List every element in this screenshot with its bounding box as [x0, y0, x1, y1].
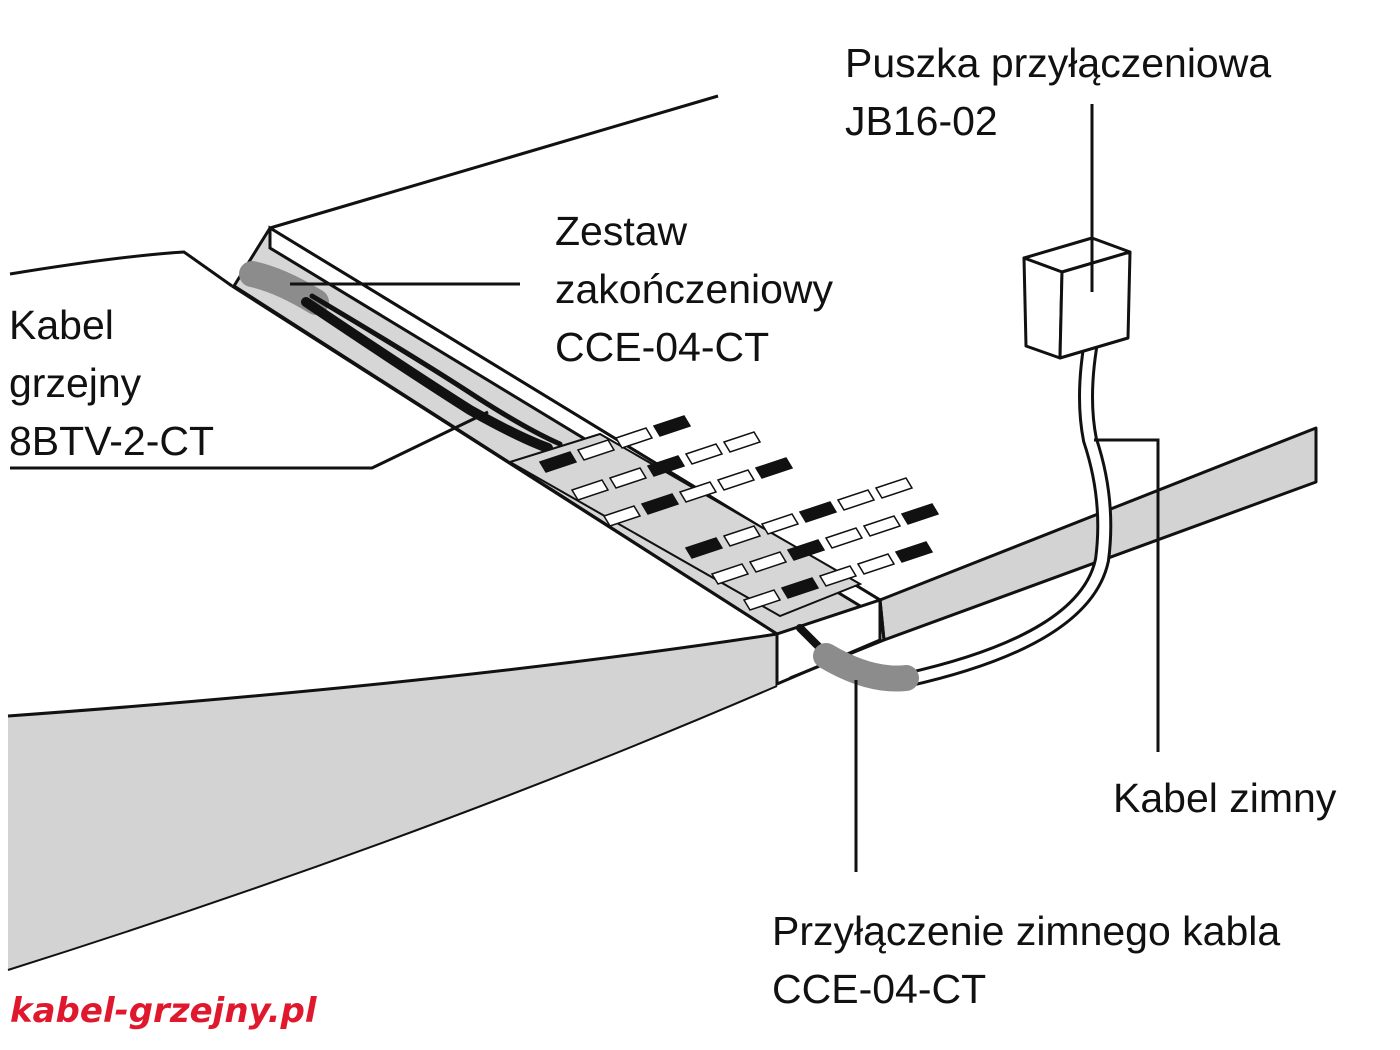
junction-box [1022, 236, 1132, 360]
cold-connection-label-line2: CCE-04-CT [772, 966, 987, 1012]
tape-stripe [900, 503, 940, 525]
cold-cable-fill [901, 343, 1110, 685]
tape-stripe [836, 489, 876, 511]
tape-stripe [608, 467, 648, 489]
tape-stripe [742, 589, 782, 611]
tape-stripe [640, 493, 680, 515]
cold-connection-label-line1: Przyłączenie zimnego kabla [772, 908, 1281, 954]
junction-box-label-line2: JB16-02 [845, 98, 998, 144]
tape-pattern-area [507, 432, 863, 618]
tape-pattern [507, 432, 863, 618]
tape-stripe [602, 505, 642, 527]
tape-stripe [684, 443, 724, 465]
termination-kit-label-line2: zakończeniowy [555, 266, 834, 312]
watermark: kabel-grzejny.pl [0, 975, 455, 1050]
tape-stripe [874, 477, 914, 499]
leader-lines [10, 104, 1160, 872]
heating-cable-label-line2: grzejny [9, 360, 142, 406]
tape-stripe [684, 537, 724, 559]
cold-cable-label-line1: Kabel zimny [1113, 775, 1337, 821]
tape-stripe [570, 479, 610, 501]
tape-stripe [818, 565, 858, 587]
heating-cable-core-2 [309, 293, 563, 447]
leader-cold-cable [1094, 438, 1160, 752]
tape-stripe [678, 481, 718, 503]
tape-stripe [786, 539, 826, 561]
far-surface-edge [269, 94, 719, 230]
tape-stripe [716, 469, 756, 491]
heating-cable-label: Kabel grzejny 8BTV-2-CT [9, 296, 214, 470]
cold-connection-label: Przyłączenie zimnego kabla CCE-04-CT [772, 902, 1280, 1018]
heating-cable-label-line1: Kabel [9, 302, 114, 348]
junction-box-label: Puszka przyłączeniowa JB16-02 [845, 34, 1271, 150]
tape-stripe [748, 551, 788, 573]
box-side [1058, 250, 1132, 360]
termination-kit-label-line1: Zestaw [555, 208, 688, 254]
tape-stripe [576, 439, 616, 461]
tape-stripe [894, 541, 934, 563]
cold-cable-label: Kabel zimny [1113, 769, 1336, 827]
tape-stripe [614, 427, 654, 449]
junction-box-label-line1: Puszka przyłączeniowa [845, 40, 1272, 86]
pipe-surface [9, 94, 719, 288]
upper-surface-edge [9, 250, 233, 288]
tape-stripes [538, 415, 940, 611]
cold-joint-sleeve [813, 643, 919, 692]
tape-stripe [862, 515, 902, 537]
cold-cable [796, 340, 1113, 692]
tape-stripe [646, 455, 686, 477]
tape-stripe [722, 525, 762, 547]
heating-cable [239, 261, 563, 453]
termination-kit-label-line3: CCE-04-CT [555, 324, 770, 370]
watermark-text[interactable]: kabel-grzejny.pl [10, 991, 317, 1031]
lower-surface-edge [7, 632, 778, 718]
lower-surface-bottom-edge [7, 685, 778, 971]
tape-stripe [856, 553, 896, 575]
tape-stripe [538, 451, 578, 473]
beam-edge [878, 599, 886, 641]
tape-stripe [652, 415, 692, 437]
heating-cable-core-1 [301, 297, 553, 453]
tape-stripe [754, 457, 794, 479]
termination-kit-label: Zestaw zakończeniowy CCE-04-CT [555, 202, 833, 376]
leader-heating-cable [10, 410, 489, 470]
channel-left-edge [231, 284, 778, 636]
tape-stripe [824, 527, 864, 549]
tape-stripe [710, 563, 750, 585]
tape-stripe [760, 513, 800, 535]
lower-surface [8, 634, 777, 970]
box-front [1022, 256, 1064, 360]
heating-cable-sleeve [239, 261, 329, 315]
tape-stripe [798, 501, 838, 523]
tape-stripe [780, 577, 820, 599]
tape-stripe [722, 431, 762, 453]
heating-cable-label-line3: 8BTV-2-CT [9, 418, 215, 464]
